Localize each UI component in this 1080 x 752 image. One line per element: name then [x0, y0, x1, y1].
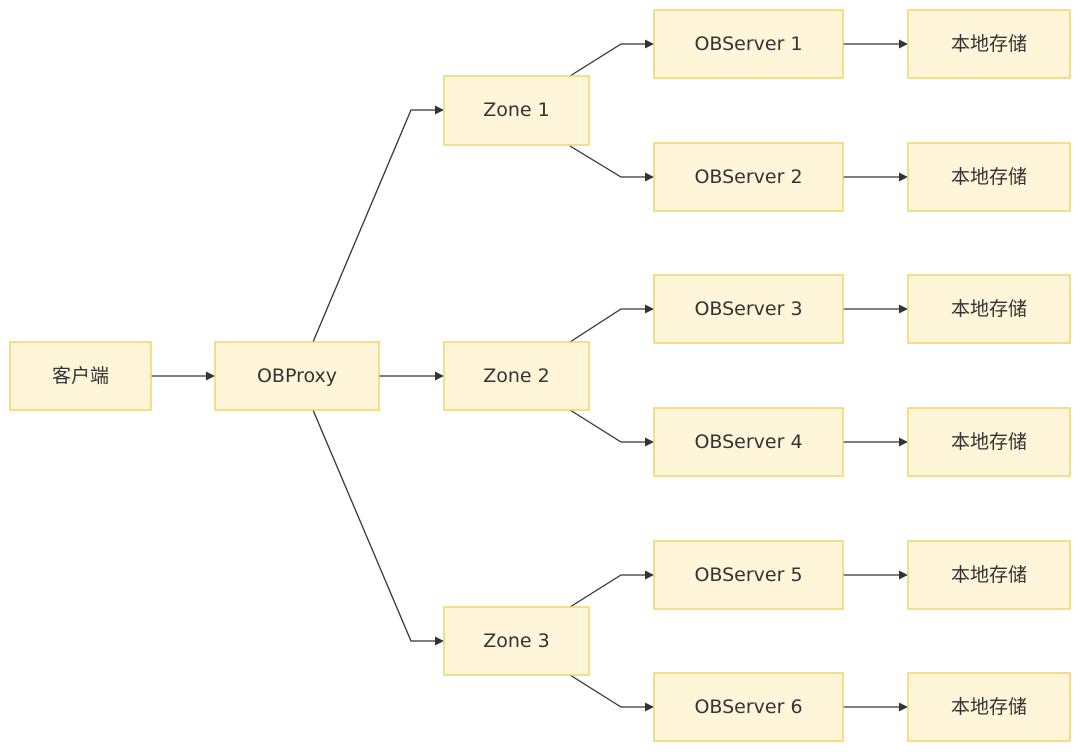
- node-storage2-label: 本地存储: [951, 166, 1027, 188]
- node-zone1-label: Zone 1: [483, 99, 550, 121]
- edge-zone2-obs3: [569, 304, 654, 343]
- node-obs5-label: OBServer 5: [694, 564, 802, 586]
- node-obproxy: OBProxy: [214, 341, 380, 411]
- node-obs1: OBServer 1: [653, 9, 844, 79]
- node-zone1: Zone 1: [443, 75, 590, 146]
- edge-obproxy-zone3: [312, 409, 444, 646]
- node-obs1-label: OBServer 1: [694, 33, 802, 55]
- node-obs4: OBServer 4: [653, 407, 844, 477]
- node-obs6: OBServer 6: [653, 672, 844, 742]
- node-obs3-label: OBServer 3: [694, 298, 802, 320]
- node-zone3-label: Zone 3: [483, 630, 550, 652]
- node-zone3: Zone 3: [443, 606, 590, 676]
- node-obs4-label: OBServer 4: [694, 431, 802, 453]
- node-client: 客户端: [9, 341, 152, 411]
- edge-zone1-obs2: [569, 145, 654, 182]
- node-storage2: 本地存储: [907, 142, 1071, 212]
- node-client-label: 客户端: [52, 365, 109, 387]
- node-obs5: OBServer 5: [653, 540, 844, 610]
- edge-zone3-obs6: [569, 674, 654, 712]
- edges: [151, 39, 908, 712]
- node-obs6-label: OBServer 6: [694, 696, 802, 718]
- node-obs3: OBServer 3: [653, 274, 844, 344]
- node-storage6: 本地存储: [907, 672, 1071, 742]
- node-zone2: Zone 2: [443, 341, 590, 411]
- node-storage4: 本地存储: [907, 407, 1071, 477]
- edge-zone3-obs5: [569, 570, 654, 608]
- node-obs2-label: OBServer 2: [694, 166, 802, 188]
- node-storage6-label: 本地存储: [951, 696, 1027, 718]
- node-storage5-label: 本地存储: [951, 564, 1027, 586]
- node-storage3: 本地存储: [907, 274, 1071, 344]
- node-obs2: OBServer 2: [653, 142, 844, 212]
- node-obproxy-label: OBProxy: [257, 365, 337, 387]
- node-storage4-label: 本地存储: [951, 431, 1027, 453]
- node-storage5: 本地存储: [907, 540, 1071, 610]
- node-zone2-label: Zone 2: [483, 365, 550, 387]
- edge-zone2-obs4: [569, 409, 654, 447]
- node-storage3-label: 本地存储: [951, 298, 1027, 320]
- node-storage1-label: 本地存储: [951, 33, 1027, 55]
- edge-zone1-obs1: [569, 39, 654, 77]
- edge-obproxy-zone1: [312, 105, 444, 343]
- node-storage1: 本地存储: [907, 9, 1071, 79]
